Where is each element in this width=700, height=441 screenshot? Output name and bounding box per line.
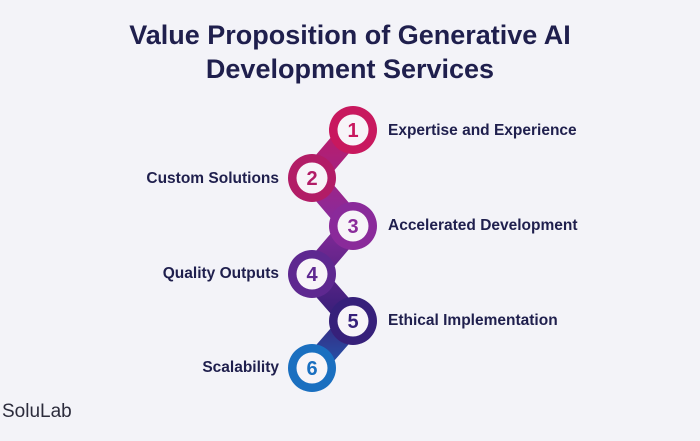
step-node-inner-4 [296,258,328,290]
step-number-6: 6 [306,358,317,380]
page-title: Value Proposition of Generative AI Devel… [0,18,700,86]
step-label-4: Quality Outputs [162,265,279,282]
step-label-5: Ethical Implementation [388,312,558,329]
step-label-3: Accelerated Development [388,217,578,234]
step-node-inner-6 [296,352,328,384]
step-number-2: 2 [306,168,317,190]
step-node-inner-1 [337,114,369,146]
brand-logo-text: SoluLab [2,401,72,422]
step-node-inner-2 [296,162,328,194]
step-label-2: Custom Solutions [146,170,279,187]
step-label-1: Expertise and Experience [388,122,577,139]
step-label-6: Scalability [202,359,279,376]
step-number-3: 3 [347,216,358,238]
step-node-inner-5 [337,305,369,337]
step-number-5: 5 [347,311,358,333]
step-node-inner-3 [337,210,369,242]
title-line-2: Development Services [205,54,495,84]
step-number-4: 4 [306,264,318,286]
title-line-1: Value Proposition of Generative AI [129,20,571,50]
step-number-1: 1 [347,120,358,142]
